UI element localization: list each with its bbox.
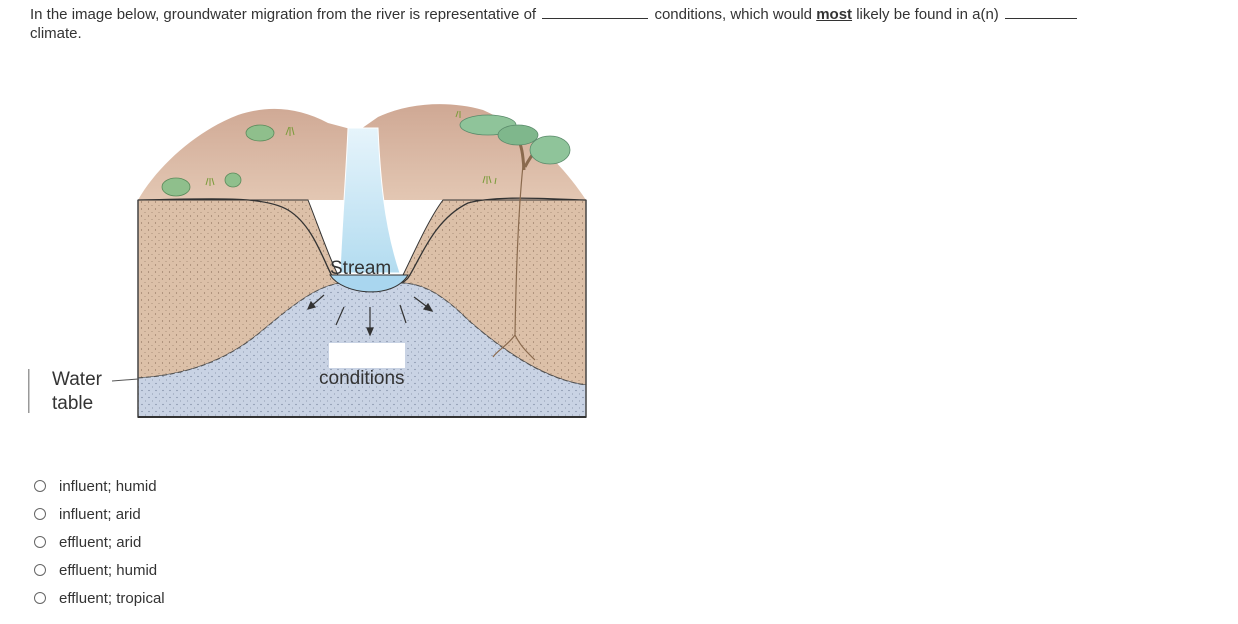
groundwater-illustration (28, 104, 587, 418)
conditions-label: conditions (319, 368, 405, 389)
answer-blank-1 (542, 5, 649, 19)
question-part-1: In the image below, groundwater migratio… (30, 6, 537, 23)
option-influent-arid[interactable]: influent; arid (34, 500, 165, 528)
option-label: effluent; tropical (59, 589, 165, 607)
question-text: In the image below, groundwater migratio… (30, 5, 1230, 43)
option-effluent-arid[interactable]: effluent; arid (34, 528, 165, 556)
question-emphasis: most (816, 6, 853, 23)
question-part-3: likely be found in a(n) (856, 6, 999, 23)
answer-options: influent; humid influent; arid effluent;… (34, 472, 165, 612)
stream-label: Stream (330, 258, 392, 279)
question-part-2: conditions, which would (654, 6, 813, 23)
question-part-4: climate. (30, 25, 82, 42)
option-label: influent; arid (59, 505, 141, 523)
radio-button[interactable] (34, 508, 46, 520)
option-label: effluent; humid (59, 561, 158, 579)
answer-blank-2 (1004, 5, 1077, 19)
water-table-label-line2: table (52, 393, 94, 414)
radio-button[interactable] (34, 480, 46, 492)
radio-button[interactable] (34, 592, 46, 604)
option-label: influent; humid (59, 477, 157, 495)
option-label: effluent; arid (59, 533, 142, 551)
hidden-answer-box (329, 343, 405, 368)
option-effluent-tropical[interactable]: effluent; tropical (34, 584, 165, 612)
option-effluent-humid[interactable]: effluent; humid (34, 556, 165, 584)
water-table-label-line1: Water (52, 369, 102, 390)
radio-button[interactable] (34, 564, 46, 576)
groundwater-diagram: Stream conditions Water table (28, 95, 608, 445)
option-influent-humid[interactable]: influent; humid (34, 472, 165, 500)
radio-button[interactable] (34, 536, 46, 548)
